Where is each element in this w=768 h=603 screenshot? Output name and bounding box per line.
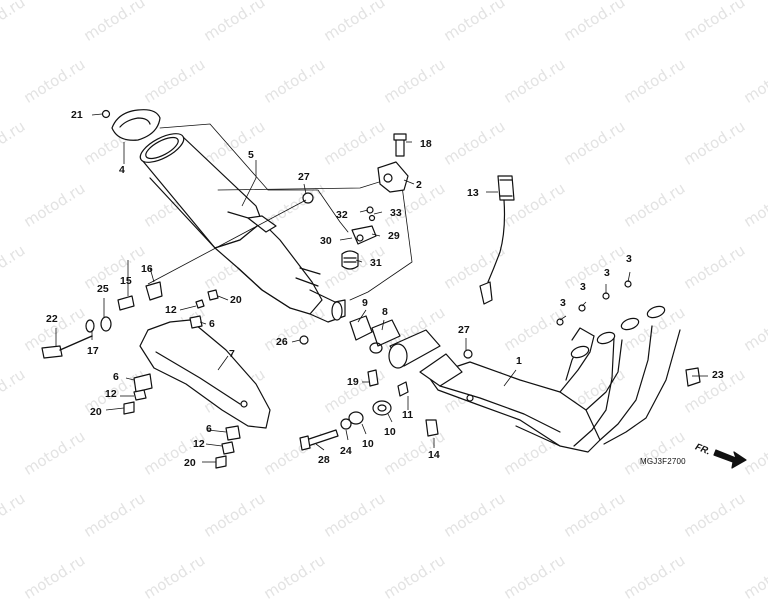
callout-c26: 26	[276, 336, 288, 348]
joint-pieces	[299, 315, 441, 451]
callout-c3b: 3	[580, 281, 586, 293]
callout-c30: 30	[320, 235, 332, 247]
callout-c32: 32	[336, 209, 348, 221]
callout-c15: 15	[120, 275, 132, 287]
callout-c19: 19	[347, 376, 359, 388]
callout-c14: 14	[428, 449, 440, 461]
callout-c4: 4	[119, 164, 125, 176]
callout-c1: 1	[516, 355, 522, 367]
fasteners	[41, 192, 701, 469]
callout-c29: 29	[388, 230, 400, 242]
callout-c5: 5	[248, 149, 254, 161]
muffler-assembly	[139, 133, 346, 323]
front-arrow	[713, 449, 747, 469]
callout-c3c: 3	[604, 267, 610, 279]
callout-c11: 11	[402, 409, 414, 421]
callout-c13: 13	[467, 187, 479, 199]
exhaust-header-assembly	[419, 305, 681, 453]
callout-c10a: 10	[384, 426, 396, 438]
callout-c8: 8	[382, 306, 388, 318]
callout-c12c: 12	[193, 438, 205, 450]
callout-c12b: 12	[105, 388, 117, 400]
callout-c20b: 20	[90, 406, 102, 418]
o2-sensor	[479, 175, 515, 305]
diagram-line-art	[41, 109, 747, 469]
clamp-parts	[341, 206, 377, 270]
callout-c10b: 10	[362, 438, 374, 450]
callout-c23: 23	[712, 369, 724, 381]
callout-c3a: 3	[560, 297, 566, 309]
group-outline	[159, 123, 349, 233]
callout-c6b: 6	[209, 318, 215, 330]
muffler-end-cap	[101, 109, 161, 141]
callout-c18: 18	[420, 138, 432, 150]
bracket	[377, 133, 409, 193]
callout-c25: 25	[97, 283, 109, 295]
callout-c24: 24	[340, 445, 352, 457]
callout-c31: 31	[370, 257, 382, 269]
callout-c17: 17	[87, 345, 99, 357]
diagram-code: MGJ3F2700	[640, 457, 686, 466]
callout-c3d: 3	[626, 253, 632, 265]
callout-c33: 33	[390, 207, 402, 219]
callout-c9: 9	[362, 297, 368, 309]
callout-c16: 16	[141, 263, 153, 275]
callout-c6c: 6	[206, 423, 212, 435]
callout-c22: 22	[46, 313, 58, 325]
callout-c7: 7	[229, 348, 235, 360]
callout-c2: 2	[416, 179, 422, 191]
callout-c28: 28	[318, 454, 330, 466]
callout-c21: 21	[71, 109, 83, 121]
callout-c20a: 20	[230, 294, 242, 306]
callout-c20c: 20	[184, 457, 196, 469]
leader-lines	[55, 113, 708, 463]
heat-guard	[139, 319, 271, 429]
callout-c6a: 6	[113, 371, 119, 383]
callout-c27b: 27	[458, 324, 470, 336]
callout-c12a: 12	[165, 304, 177, 316]
callout-c27a: 27	[298, 171, 310, 183]
